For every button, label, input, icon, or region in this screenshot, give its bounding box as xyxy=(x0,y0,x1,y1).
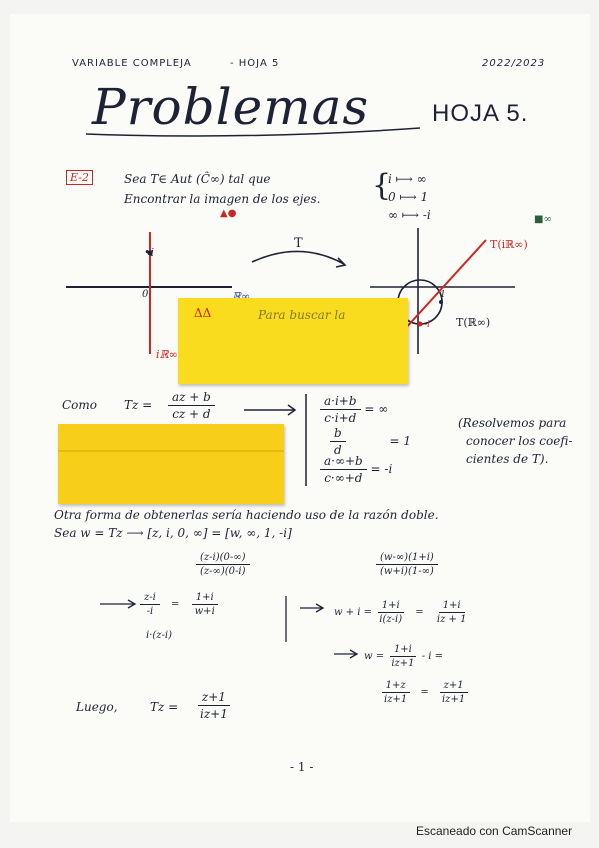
system-row-1-den: c·i+d xyxy=(324,411,357,425)
step-3-num: 1+z xyxy=(381,680,410,693)
como-numerator: az + b xyxy=(168,390,215,406)
step-fraction-b-num: 1+i xyxy=(191,592,218,605)
sticky-note-lower xyxy=(58,424,284,504)
step-2-num: 1+i xyxy=(389,644,416,657)
sheet-label: - HOJA 5 xyxy=(230,58,280,69)
step-1-right-den: iz + 1 xyxy=(436,614,467,625)
notebook-page xyxy=(10,14,590,822)
mapping-brace: { xyxy=(372,168,392,203)
step-1-den: i(z-i) xyxy=(379,614,403,625)
course-name: VARIABLE COMPLEJA xyxy=(72,58,192,69)
step-2-tail: - i = xyxy=(421,651,444,662)
system-row-3-den: c·∞+d xyxy=(324,471,363,485)
mapping-row-3: ∞ ⟼ -i xyxy=(388,208,431,222)
otra-line-2: Sea w = Tz ⟶ [z, i, 0, ∞] = [w, ∞, 1, -i… xyxy=(54,526,292,540)
note-line-1: (Resolvemos para xyxy=(458,416,567,430)
page-number: - 1 - xyxy=(290,760,314,774)
note-line-3: cientes de T). xyxy=(466,452,549,466)
system-row-1-rhs: = ∞ xyxy=(364,402,389,416)
cross-ratio-left-den: (z-∞)(0-i) xyxy=(200,566,246,577)
exercise-line-1: Sea T∈ Aut (Ĉ∞) tal que xyxy=(124,172,271,186)
step-1-right-num: 1+i xyxy=(438,600,465,613)
final-result-num: z+1 xyxy=(197,690,230,706)
como-denominator: cz + d xyxy=(172,407,211,421)
point-minus-i-label: -i xyxy=(424,320,430,330)
exercise-label: E-2 xyxy=(66,170,93,185)
cross-ratio-right: (w-∞)(1+i)(w+i)(1-∞) xyxy=(376,552,438,577)
page-title: Problemas xyxy=(92,78,370,136)
point-1-label: 1 xyxy=(440,290,446,300)
cross-ratio-right-den: (w+i)(1-∞) xyxy=(380,566,434,577)
luego-label: Luego, xyxy=(76,700,118,714)
system-row-2-num: b xyxy=(330,426,346,442)
como-lhs: Tz = xyxy=(124,398,153,412)
step-fraction-a-den: -i xyxy=(146,606,154,617)
final-result-den: iz+1 xyxy=(200,707,228,721)
system-row-2-rhs: = 1 xyxy=(389,434,412,448)
step-1-lhs: w + i = xyxy=(334,607,373,618)
red-marks: ▲● xyxy=(220,208,237,219)
diagram-i-label: •i xyxy=(144,246,155,259)
diagram-imaginary-axis-label: iℝ∞ xyxy=(156,348,178,361)
step-3-den: iz+1 xyxy=(384,694,408,705)
mapping-row-1: i ⟼ ∞ xyxy=(388,172,427,186)
step-fraction-a-num: z-i xyxy=(140,592,160,605)
note-line-2: conocer los coefi- xyxy=(466,434,573,448)
map-label: T xyxy=(294,236,303,251)
step-fraction-b-den: w+i xyxy=(194,606,215,617)
step-2-den: iz+1 xyxy=(391,658,415,669)
exercise-line-2: Encontrar la imagen de los ejes. xyxy=(124,192,321,206)
image-of-real-axis-label: T(ℝ∞) xyxy=(456,316,491,329)
cross-ratio-left-num: (z-i)(0-∞) xyxy=(196,552,250,565)
sticky-text: Para buscar la xyxy=(258,308,346,322)
diagram-origin-label: 0 xyxy=(142,289,149,300)
system-row-3-rhs: = -i xyxy=(370,462,393,476)
sheet-title: HOJA 5. xyxy=(432,100,529,127)
step-below: i·(z-i) xyxy=(146,630,173,641)
scanner-watermark: Escaneado con CamScanner xyxy=(416,824,573,838)
como-label: Como xyxy=(62,398,98,412)
sticky-note-upper: ΔΔ Para buscar la xyxy=(178,298,408,384)
sticky-fold xyxy=(58,450,284,452)
luego-lhs: Tz = xyxy=(150,700,179,714)
system-row-3-num: a·∞+b xyxy=(320,454,367,470)
step-3-right-num: z+1 xyxy=(439,680,468,693)
step-2-lhs: w = xyxy=(364,651,385,662)
academic-year: 2022/2023 xyxy=(482,58,546,69)
sticky-marks: ΔΔ xyxy=(194,306,212,320)
step-3-right-den: iz+1 xyxy=(441,694,466,705)
system-row-1-num: a·i+b xyxy=(320,394,361,410)
cross-ratio-left: (z-i)(0-∞)(z-∞)(0-i) xyxy=(196,552,250,577)
mapping-row-2: 0 ⟼ 1 xyxy=(388,190,429,204)
image-of-imaginary-axis-label: T(iℝ∞) xyxy=(490,238,528,251)
cross-ratio-right-num: (w-∞)(1+i) xyxy=(376,552,438,565)
step-1-num: 1+i xyxy=(377,600,404,613)
otra-line-1: Otra forma de obtenerlas sería haciendo … xyxy=(54,508,439,522)
system-row-2-den: d xyxy=(334,443,342,457)
dark-mark: ■∞ xyxy=(534,214,552,225)
